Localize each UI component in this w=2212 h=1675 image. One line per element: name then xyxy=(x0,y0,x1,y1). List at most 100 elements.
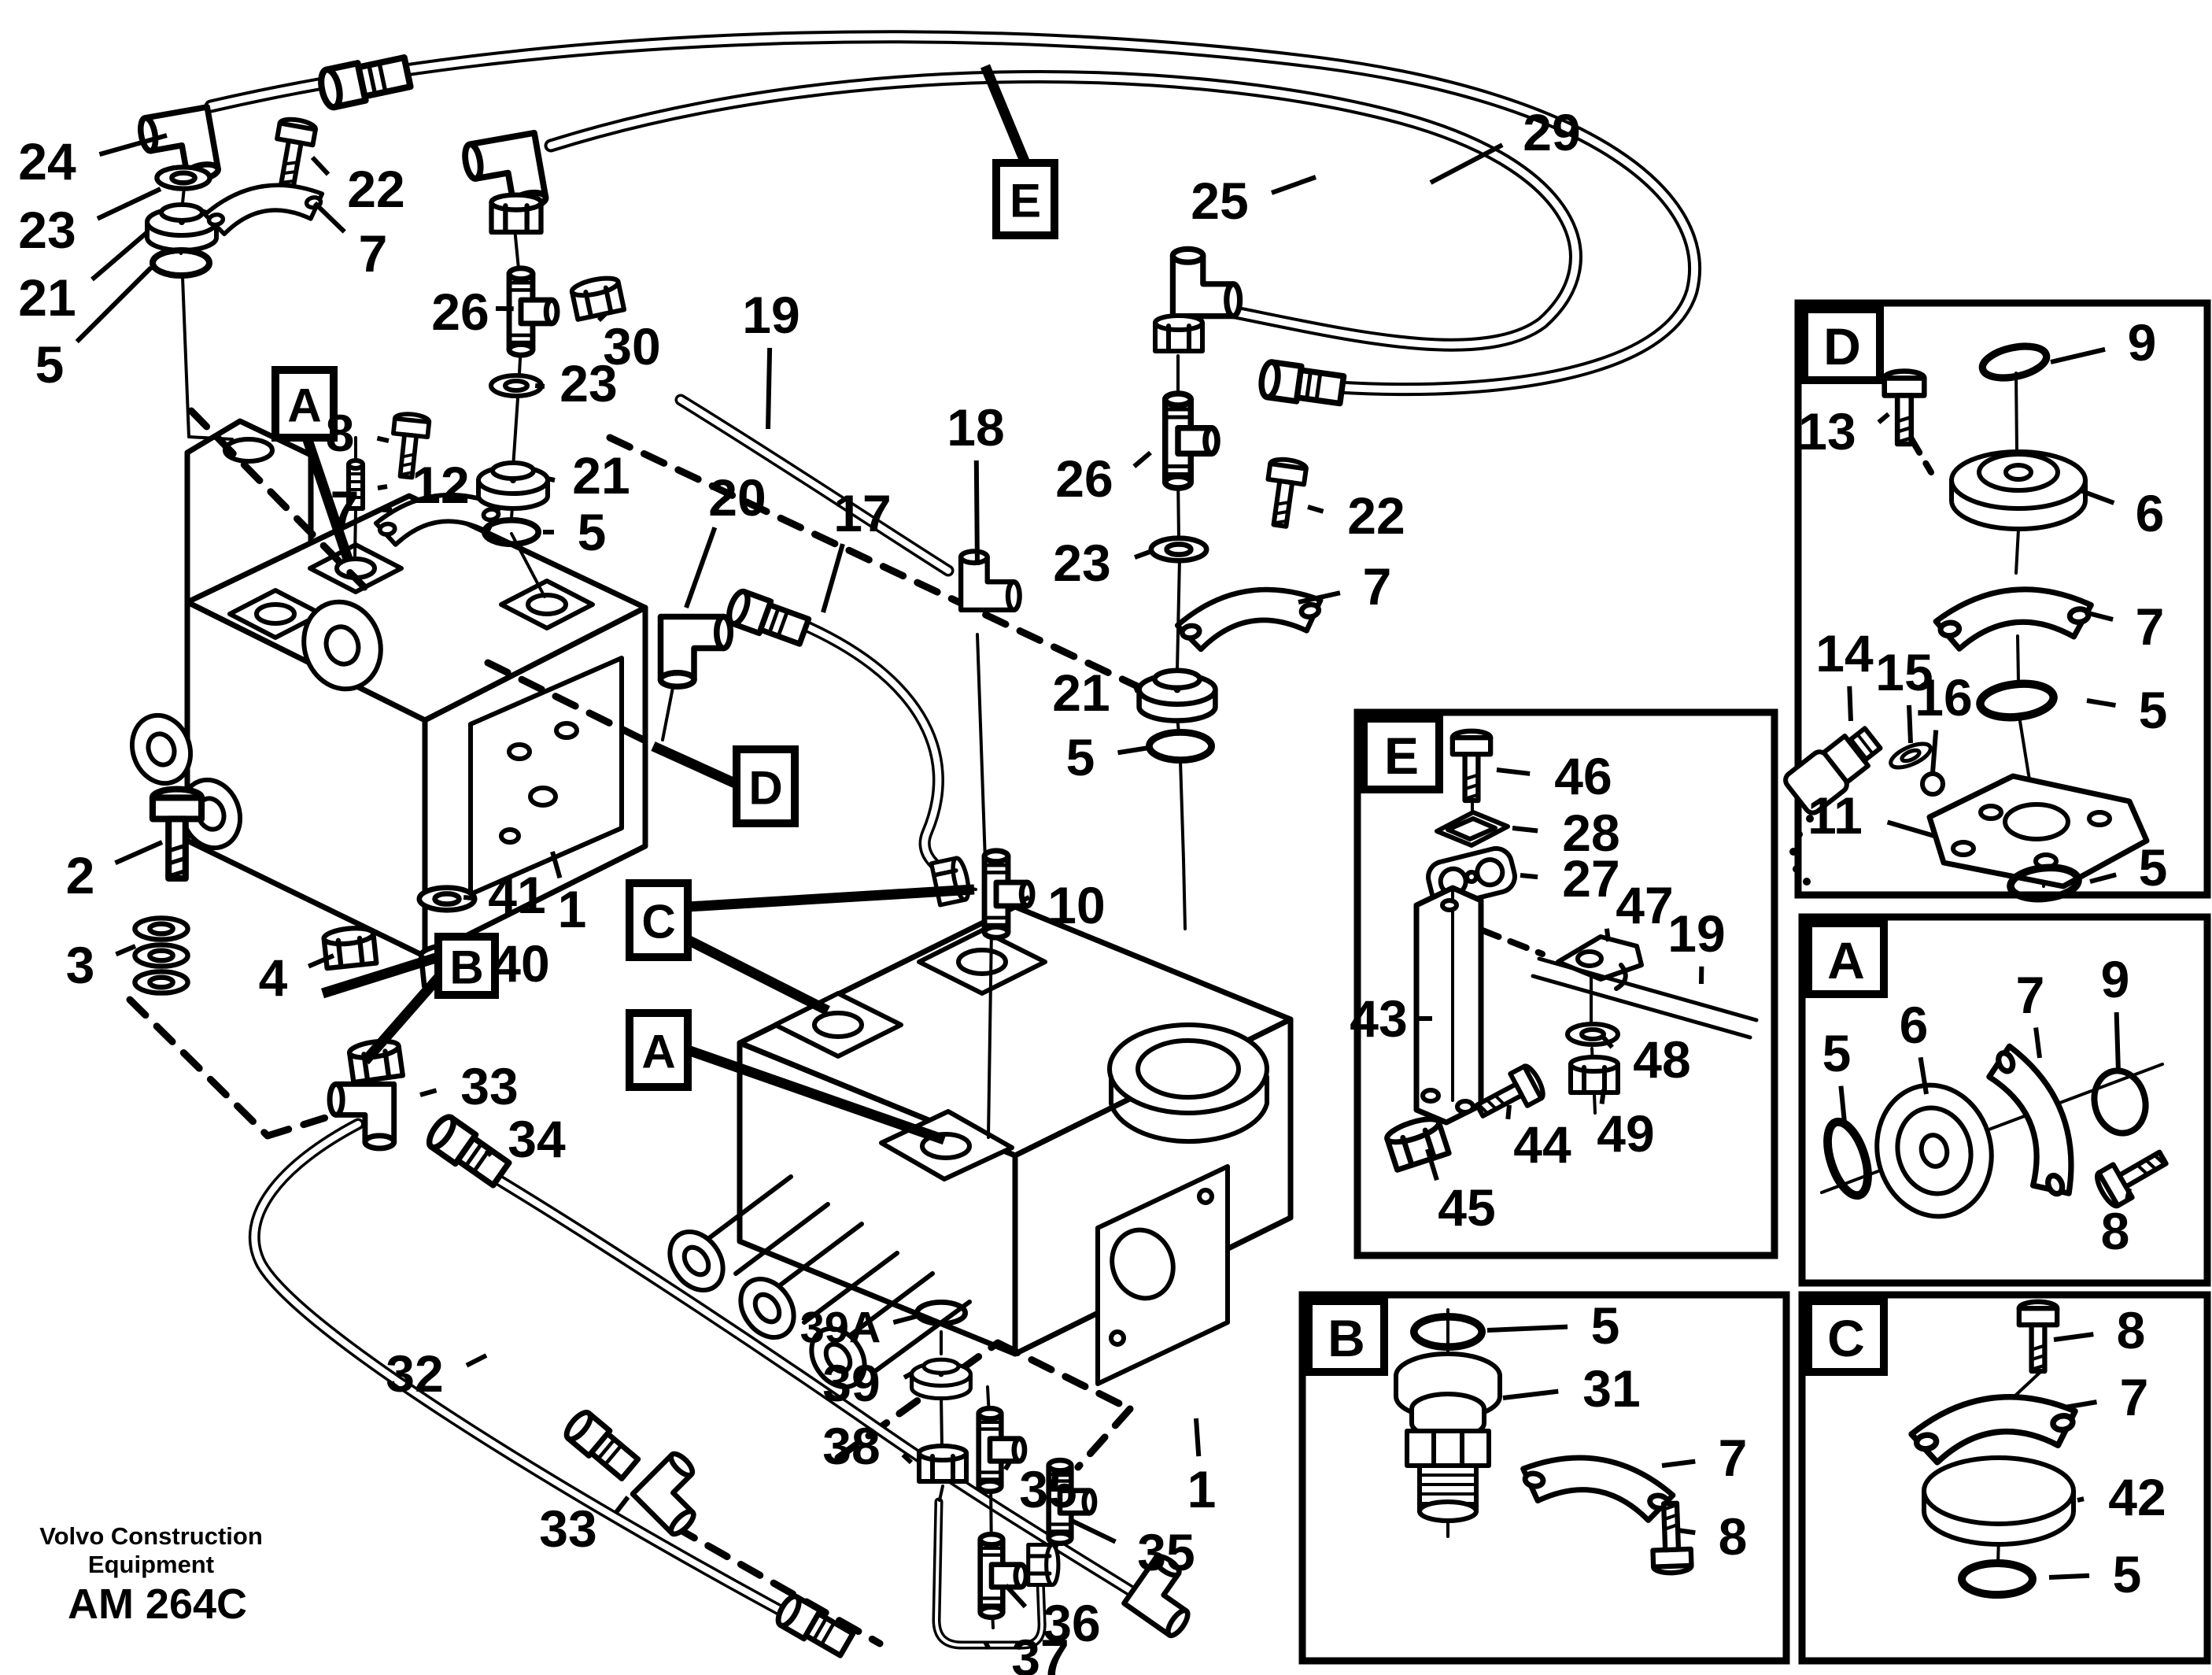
callout-leader xyxy=(98,133,168,157)
panel-c-art xyxy=(1908,1302,2080,1595)
panel-D-callout-leader xyxy=(1907,704,1913,744)
ref-box-E: E xyxy=(980,64,1058,239)
panel-letter-box-C xyxy=(1804,1297,1888,1376)
panel-letter-A: A xyxy=(1827,931,1865,989)
panel-E-callout-label-49: 49 xyxy=(1597,1104,1654,1163)
panel-C-callout-leader xyxy=(2064,1400,2098,1410)
nut-37 xyxy=(1028,1545,1058,1585)
ref-box-A: A xyxy=(271,366,353,561)
ref-box-frame xyxy=(626,1009,692,1091)
callout-label-7: 7 xyxy=(359,224,388,283)
panel-D-callout-label-14: 14 xyxy=(1815,624,1874,682)
panel-D-callout-label-7: 7 xyxy=(2136,597,2165,656)
panel-d-axis-line xyxy=(2014,372,2046,888)
ref-box-leader xyxy=(685,935,830,1015)
panel-E-callout-label-48: 48 xyxy=(1633,1030,1690,1089)
panel-D-callout-leader xyxy=(1877,412,1890,424)
ref-box-D: D xyxy=(651,741,799,827)
panel-B-callout-leader xyxy=(1677,1528,1696,1536)
callout-leader xyxy=(547,476,556,483)
callout-label-35: 35 xyxy=(1019,1460,1076,1518)
panel-a-art xyxy=(1819,1037,2172,1219)
panel-E-callout-leader xyxy=(1512,826,1538,834)
panel-B-callout-leader xyxy=(1502,1388,1559,1400)
callout-leader xyxy=(1022,895,1031,902)
hidden-routing-dashed xyxy=(126,407,1188,1647)
callout-label-26: 26 xyxy=(1055,449,1113,508)
callout-leader xyxy=(903,1370,914,1380)
panel-E-callout-label-47: 47 xyxy=(1616,876,1673,934)
panel-D-callout-leader xyxy=(1886,819,1935,838)
nut-38 xyxy=(919,1446,966,1481)
callout-leader xyxy=(465,1353,488,1368)
callout-leader xyxy=(1133,687,1139,693)
callout-leader xyxy=(1271,175,1317,195)
ref-box-frame xyxy=(271,366,338,442)
panel-E-callout-label-28: 28 xyxy=(1562,804,1619,862)
ring-16 xyxy=(1920,771,1945,797)
panel-letter-box-E xyxy=(1360,715,1443,793)
callout-label-5: 5 xyxy=(578,503,607,561)
callout-leader xyxy=(1134,549,1154,560)
callout-label-2: 2 xyxy=(66,846,95,904)
panel-e-art xyxy=(1385,731,1759,1170)
ref-box-frame xyxy=(992,159,1058,239)
callout-label-29: 29 xyxy=(1523,103,1580,161)
panel-B-callout-label-5: 5 xyxy=(1591,1296,1620,1355)
ref-box-leader xyxy=(687,884,975,912)
shim-plate-28 xyxy=(1435,810,1510,848)
footer-line1: Volvo Construction xyxy=(39,1522,263,1550)
panel-A-callout-leader xyxy=(1918,1056,1929,1095)
detail-panel-A: A xyxy=(1798,913,2211,1287)
callout-label-32: 32 xyxy=(386,1344,443,1403)
ref-box-frame xyxy=(434,933,499,999)
callout-leader xyxy=(1117,745,1150,756)
panel-D-callout-leader xyxy=(1930,730,1939,774)
panel-A-callout-leader xyxy=(2125,1188,2132,1200)
callout-label-20: 20 xyxy=(708,468,766,527)
panel-E-callout-leader xyxy=(1505,1104,1512,1120)
bushing-6 xyxy=(1874,1082,1994,1219)
quick-coupler-14 xyxy=(1783,726,1883,886)
callout-label-33: 33 xyxy=(539,1499,596,1558)
hose-34 xyxy=(475,1163,1146,1603)
hose-29 xyxy=(204,30,1702,397)
callout-label-30: 30 xyxy=(603,317,660,375)
nut-49 xyxy=(1571,1057,1618,1093)
panel-C-callout-leader xyxy=(2053,1332,2094,1342)
callout-leader xyxy=(613,1496,630,1515)
panel-C-callout-label-8: 8 xyxy=(2117,1301,2146,1359)
panel-B-callout-label-31: 31 xyxy=(1582,1359,1640,1418)
control-valve-upper xyxy=(129,418,648,960)
panel-D-callout-leader xyxy=(1847,686,1853,722)
panel-letter-box-B xyxy=(1305,1297,1388,1376)
callout-leader xyxy=(550,851,563,879)
panel-E-callout-label-19: 19 xyxy=(1667,904,1725,963)
panel-D-callout-label-6: 6 xyxy=(2136,484,2165,542)
panel-E-callout-label-44: 44 xyxy=(1513,1115,1571,1174)
panel-C-callout-label-7: 7 xyxy=(2120,1368,2149,1426)
callout-label-21: 21 xyxy=(572,446,630,505)
panel-D-callout-label-16: 16 xyxy=(1915,668,1972,727)
panel-D-callout-leader xyxy=(2089,872,2117,884)
footer-code: AM 264C xyxy=(68,1581,247,1628)
callout-leader xyxy=(115,944,137,957)
callout-label-38: 38 xyxy=(822,1417,880,1475)
callout-leader xyxy=(1307,505,1324,514)
callout-label-36: 36 xyxy=(1043,1594,1100,1652)
callout-label-5: 5 xyxy=(35,335,65,394)
panel-b-art xyxy=(1394,1308,1692,1573)
panel-A-callout-label-6: 6 xyxy=(1900,996,1929,1054)
hose-19 xyxy=(674,394,955,577)
panel-D-callout-leader xyxy=(2050,346,2106,364)
callout-label-23: 23 xyxy=(18,201,76,259)
panel-letter-box-D xyxy=(1800,305,1884,384)
hose-32 xyxy=(248,1118,825,1637)
panel-D-callout-leader xyxy=(2085,610,2114,622)
bracket-43 xyxy=(1413,885,1484,1126)
panel-A-callout-label-5: 5 xyxy=(1822,1024,1852,1082)
panel-E-callout-label-27: 27 xyxy=(1562,849,1619,908)
callout-leader xyxy=(1003,1459,1013,1471)
